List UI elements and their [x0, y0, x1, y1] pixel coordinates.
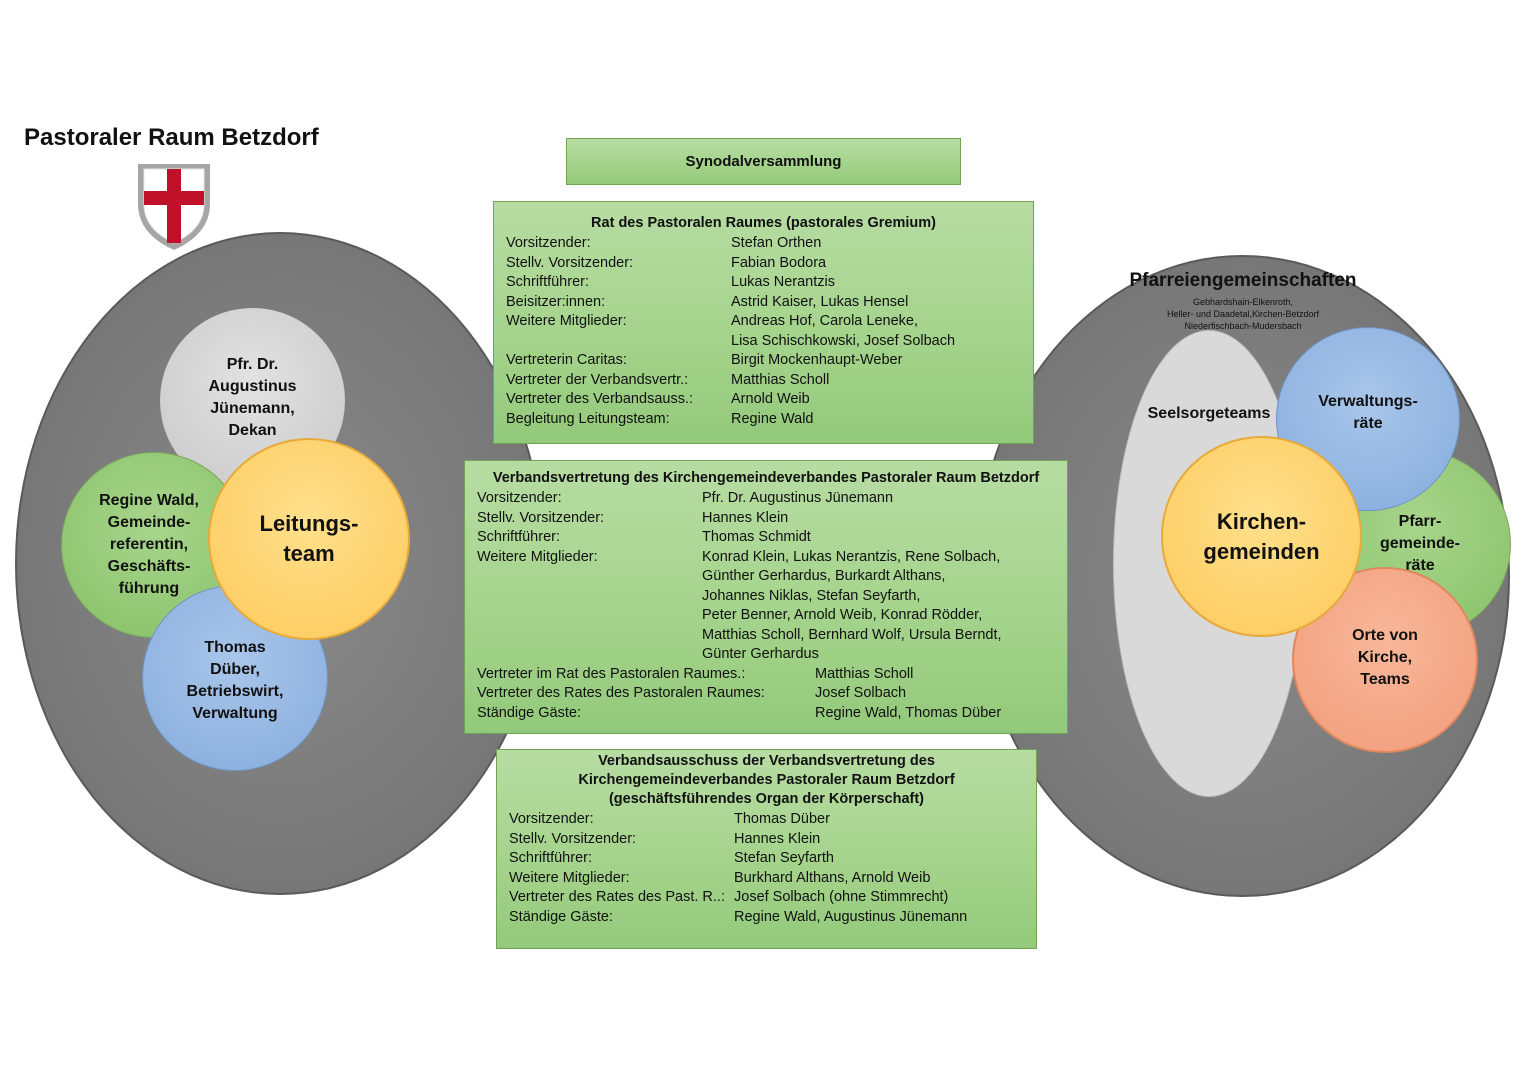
member-names: Thomas Düber	[734, 811, 830, 827]
member-names: Johannes Niklas, Stefan Seyfarth,	[702, 587, 921, 604]
member-names: Hannes Klein	[702, 509, 789, 526]
member-row: Peter Benner, Arnold Weib, Konrad Rödder…	[477, 606, 1055, 626]
member-row: Schriftführer: Stefan Seyfarth	[509, 849, 1024, 869]
member-row: Stellv. Vorsitzender: Hannes Klein	[477, 509, 1055, 529]
role-label: Stellv. Vorsitzender:	[509, 830, 637, 847]
role-label: Vertreter der Verbandsvertr.:	[506, 371, 689, 388]
member-names: Birgit Mockenhaupt-Weber	[731, 352, 903, 368]
leitungsteam-circle: Leitungs-team	[208, 438, 410, 640]
member-names: Matthias Scholl, Bernhard Wolf, Ursula B…	[702, 626, 1002, 643]
member-names: Matthias Scholl	[815, 665, 914, 682]
role-label	[477, 645, 702, 665]
member-names: Lisa Schischkowski, Josef Solbach	[731, 332, 956, 349]
member-names: Lukas Nerantzis	[731, 274, 835, 290]
member-names: Stefan Seyfarth	[734, 850, 834, 866]
role-label: Beisitzer:innen:	[506, 293, 606, 310]
member-row: Vertreter im Rat des Pastoralen Raumes.:…	[477, 665, 1055, 685]
member-names: Arnold Weib	[731, 391, 810, 407]
member-row: Begleitung Leitungsteam: Regine Wald	[506, 410, 1021, 430]
pfarreien-title: Pfarreiengemeinschaften	[1129, 270, 1357, 291]
member-row: Stellv. Vorsitzender: Hannes Klein	[509, 830, 1024, 850]
member-row: Vorsitzender: Pfr. Dr. Augustinus Jüneman…	[477, 489, 1055, 509]
member-row: Weitere Mitglieder: Burkhard Althans, Arn…	[509, 869, 1024, 889]
role-label: Vertreter des Rates des Past. R..:	[509, 889, 725, 905]
coat-of-arms-logo	[138, 164, 210, 250]
member-row: Vertreter des Verbandsauss.: Arnold Weib	[506, 390, 1021, 410]
member-row: Ständige Gäste: Regine Wald, Augustinus J…	[509, 908, 1024, 928]
member-row: Günther Gerhardus, Burkardt Althans,	[477, 567, 1055, 587]
member-row: Vertreter des Rates des Pastoralen Raume…	[477, 684, 1055, 704]
member-names: Hannes Klein	[734, 830, 821, 847]
role-label: Vertreterin Caritas:	[506, 352, 627, 368]
kirchengemeinden-circle: Kirchen-gemeinden	[1161, 436, 1362, 637]
role-label: Vertreter des Rates des Pastoralen Raume…	[477, 685, 765, 701]
role-label: Stellv. Vorsitzender:	[477, 509, 605, 526]
role-label: Begleitung Leitungsteam:	[506, 410, 670, 427]
role-label: Weitere Mitglieder:	[477, 548, 598, 565]
member-names: Andreas Hof, Carola Leneke,	[731, 313, 918, 329]
member-row: Matthias Scholl, Bernhard Wolf, Ursula B…	[477, 626, 1055, 646]
member-row: Stellv. Vorsitzender: Fabian Bodora	[506, 254, 1021, 274]
member-names: Burkhard Althans, Arnold Weib	[734, 869, 931, 886]
role-label	[477, 567, 702, 587]
role-label: Ständige Gäste:	[509, 908, 613, 925]
member-names: Josef Solbach (ohne Stimmrecht)	[734, 889, 949, 905]
member-row: Vertreter des Rates des Past. R..: Josef …	[509, 888, 1024, 908]
member-row: Weitere Mitglieder: Andreas Hof, Carola L…	[506, 312, 1021, 332]
member-names: Peter Benner, Arnold Weib, Konrad Rödder…	[702, 607, 983, 623]
role-label: Schriftführer:	[506, 274, 589, 290]
member-row: Schriftführer: Lukas Nerantzis	[506, 273, 1021, 293]
member-row: Vorsitzender: Thomas Düber	[509, 810, 1024, 830]
role-label: Weitere Mitglieder:	[506, 313, 627, 329]
member-row: Ständige Gäste: Regine Wald, Thomas Düber	[477, 704, 1055, 724]
member-names: Günther Gerhardus, Burkardt Althans,	[702, 568, 946, 584]
member-names: Matthias Scholl	[731, 371, 830, 388]
role-label: Vorsitzender:	[477, 490, 562, 506]
member-row: Johannes Niklas, Stefan Seyfarth,	[477, 587, 1055, 607]
member-names: Regine Wald, Augustinus Jünemann	[734, 908, 968, 925]
role-label: Vorsitzender:	[506, 235, 591, 251]
role-label	[477, 587, 702, 607]
member-names: Konrad Klein, Lukas Nerantzis, Rene Solb…	[702, 548, 1001, 565]
role-label: Vorsitzender:	[509, 811, 594, 827]
role-label: Vertreter im Rat des Pastoralen Raumes.:	[477, 665, 746, 682]
member-names: Fabian Bodora	[731, 254, 827, 271]
role-label: Ständige Gäste:	[477, 704, 581, 721]
role-label: Vertreter des Verbandsauss.:	[506, 391, 693, 407]
member-row: Schriftführer: Thomas Schmidt	[477, 528, 1055, 548]
rat-box: Rat des Pastoralen Raumes (pastorales Gr…	[493, 201, 1034, 444]
member-names: Astrid Kaiser, Lukas Hensel	[731, 293, 909, 310]
member-names: Regine Wald	[731, 410, 814, 427]
role-label	[477, 626, 702, 646]
verbandsausschuss-box: Verbandsausschuss der Verbandsvertretung…	[496, 749, 1037, 949]
member-row: Günter Gerhardus	[477, 645, 1055, 665]
page-title: Pastoraler Raum Betzdorf	[24, 124, 319, 151]
role-label	[506, 332, 731, 352]
verbandsvertretung-box: Verbandsvertretung des Kirchengemeindeve…	[464, 460, 1068, 734]
role-label	[477, 606, 702, 626]
synodalversammlung-box: Synodalversammlung	[566, 138, 961, 185]
pfarreien-subtitle: Gebhardshain-Elkenroth, Heller- und Daad…	[1166, 297, 1320, 331]
role-label: Schriftführer:	[509, 850, 592, 866]
member-row: Vertreter der Verbandsvertr.: Matthias Sc…	[506, 371, 1021, 391]
member-names: Günter Gerhardus	[702, 646, 819, 662]
member-row: Weitere Mitglieder: Konrad Klein, Lukas N…	[477, 548, 1055, 568]
member-names: Pfr. Dr. Augustinus Jünemann	[702, 490, 894, 506]
member-names: Josef Solbach	[815, 685, 907, 701]
member-names: Thomas Schmidt	[702, 529, 811, 545]
member-row: Lisa Schischkowski, Josef Solbach	[506, 332, 1021, 352]
member-row: Vertreterin Caritas: Birgit Mockenhaupt-W…	[506, 351, 1021, 371]
role-label: Weitere Mitglieder:	[509, 869, 630, 886]
member-names: Regine Wald, Thomas Düber	[815, 704, 1002, 721]
role-label: Stellv. Vorsitzender:	[506, 254, 634, 271]
member-names: Stefan Orthen	[731, 235, 822, 251]
role-label: Schriftführer:	[477, 529, 560, 545]
member-row: Vorsitzender: Stefan Orthen	[506, 234, 1021, 254]
member-row: Beisitzer:innen: Astrid Kaiser, Lukas Hen…	[506, 293, 1021, 313]
